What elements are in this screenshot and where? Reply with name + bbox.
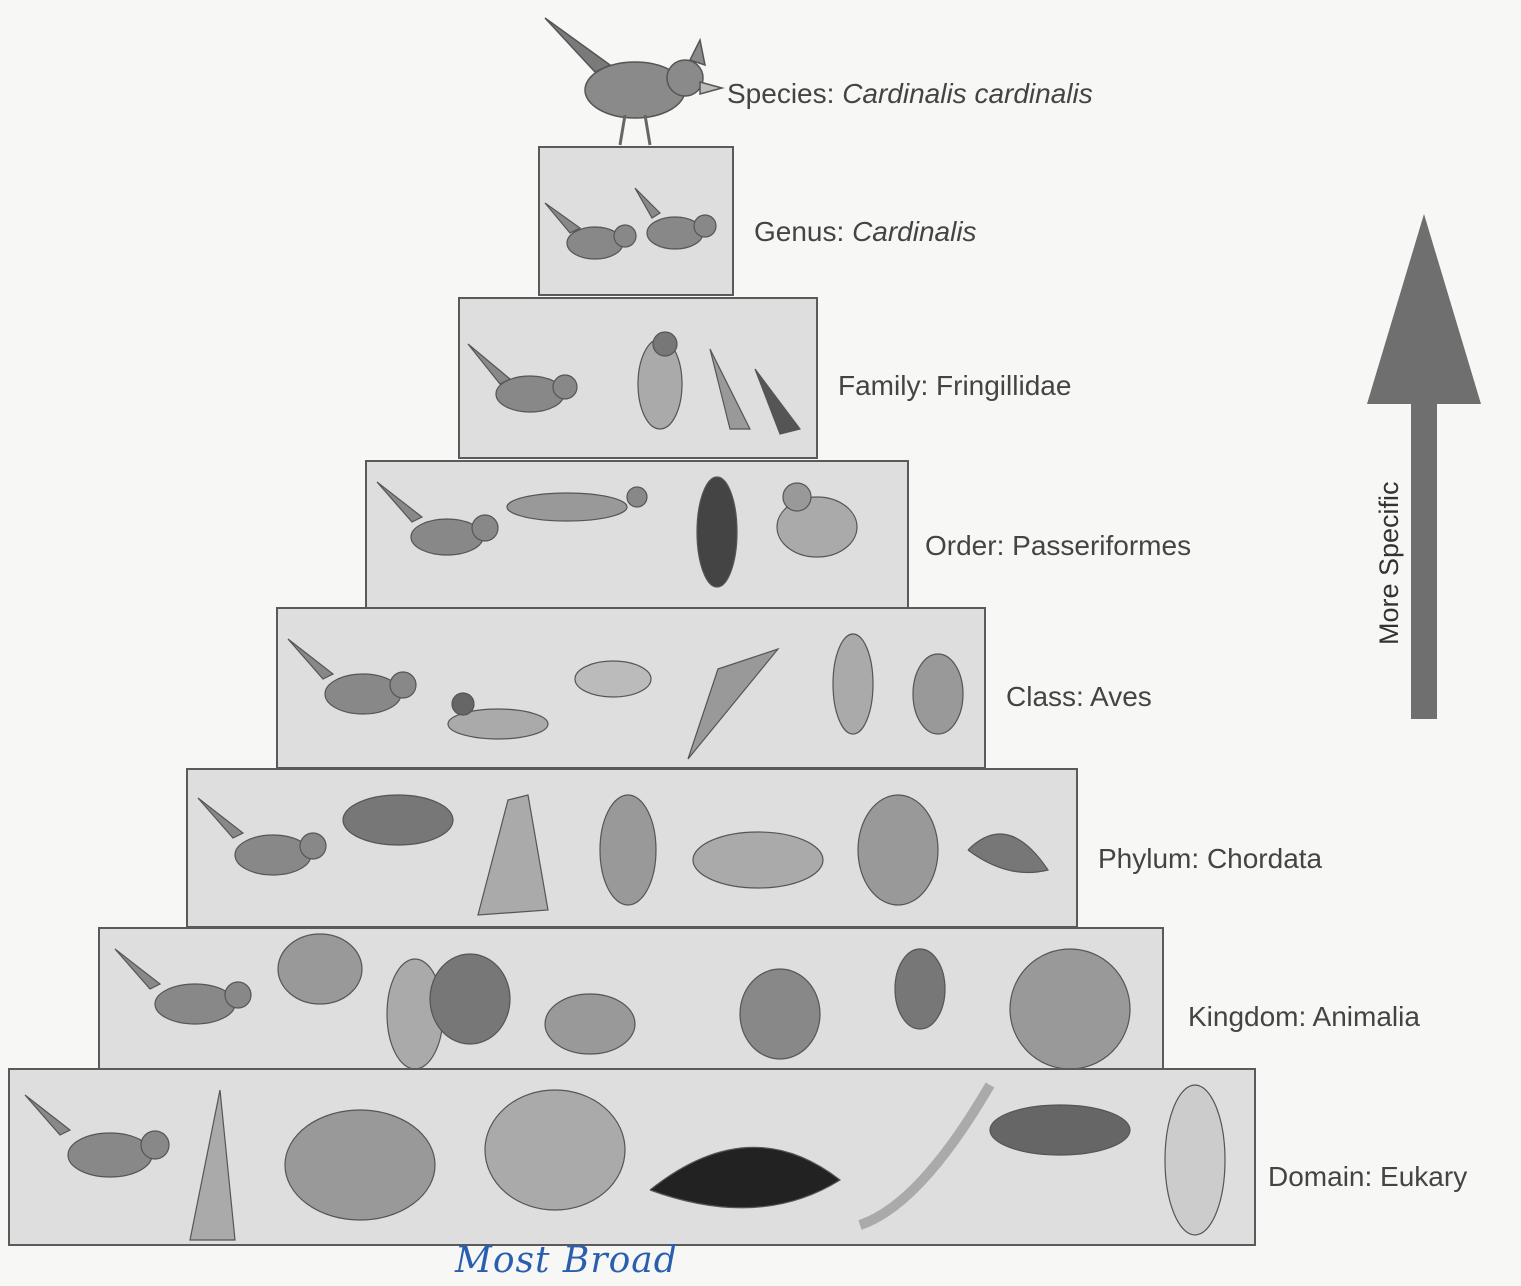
species-rank: Species: (727, 78, 834, 109)
phylum-name: Chordata (1207, 843, 1322, 874)
kingdom-tier (98, 927, 1164, 1081)
domain-tier (8, 1068, 1256, 1246)
species-label: Species: Cardinalis cardinalis (727, 80, 1093, 108)
family-label: Family: Fringillidae (838, 372, 1071, 400)
domain-name: Eukary (1380, 1161, 1467, 1192)
class-label: Class: Aves (1006, 683, 1152, 711)
order-birds-icon (367, 462, 909, 612)
order-rank: Order: (925, 530, 1004, 561)
genus-cardinals-icon (540, 148, 734, 296)
most-broad-note: Most Broad (455, 1240, 678, 1281)
family-name: Fringillidae (936, 370, 1071, 401)
order-name: Passeriformes (1012, 530, 1191, 561)
genus-name: Cardinalis (852, 216, 977, 247)
domain-rank: Domain: (1268, 1161, 1372, 1192)
class-name: Aves (1090, 681, 1152, 712)
class-rank: Class: (1006, 681, 1084, 712)
order-tier (365, 460, 909, 612)
genus-rank: Genus: (754, 216, 844, 247)
kingdom-name: Animalia (1313, 1001, 1420, 1032)
phylum-animals-icon (188, 770, 1078, 928)
genus-label: Genus: Cardinalis (754, 218, 977, 246)
species-cardinal-icon (540, 10, 730, 150)
family-rank: Family: (838, 370, 928, 401)
order-label: Order: Passeriformes (925, 532, 1191, 560)
phylum-rank: Phylum: (1098, 843, 1199, 874)
phylum-tier (186, 768, 1078, 928)
phylum-label: Phylum: Chordata (1098, 845, 1322, 873)
genus-tier (538, 146, 734, 296)
more-specific-label: More Specific (1374, 481, 1405, 645)
family-birds-icon (460, 299, 818, 459)
family-tier (458, 297, 818, 459)
domain-organisms-icon (10, 1070, 1256, 1246)
domain-label: Domain: Eukary (1268, 1163, 1467, 1191)
class-birds-icon (278, 609, 986, 769)
kingdom-rank: Kingdom: (1188, 1001, 1306, 1032)
species-name: Cardinalis cardinalis (842, 78, 1093, 109)
kingdom-animals-icon (100, 929, 1164, 1081)
class-tier (276, 607, 986, 769)
kingdom-label: Kingdom: Animalia (1188, 1003, 1420, 1031)
